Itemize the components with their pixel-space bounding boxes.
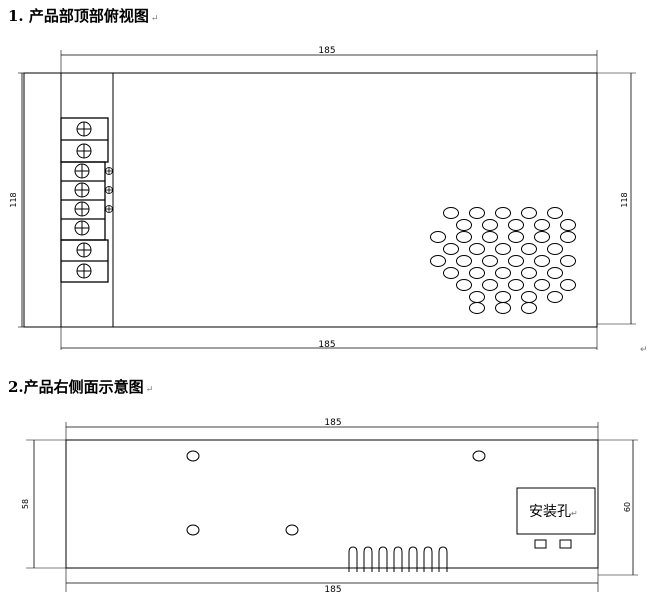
vent-hole [495,291,511,303]
small-screw-icon [105,205,113,213]
paragraph-mark: ↵ [150,14,159,24]
dim-label-right: 118 [620,192,629,207]
dim-label-left: 58 [21,499,30,509]
screw-icon [76,143,92,159]
vent-hole [469,243,485,255]
vent-slot [423,546,433,572]
screw-icon [76,242,92,258]
top-view-outline [23,72,598,328]
vent-slot [438,546,448,572]
vent-hole [534,279,550,291]
vent-hole [521,302,537,314]
dim-label-bottom: 185 [318,340,335,350]
screw-icon [74,201,90,217]
paragraph-mark: ↵ [640,345,648,355]
vent-hole [508,231,524,243]
vent-hole [521,267,537,279]
vent-hole [456,219,472,231]
dim-label-top: 185 [324,418,341,428]
vent-hole [534,231,550,243]
mounting-hole [285,524,299,536]
vent-hole [521,243,537,255]
vent-hole [508,279,524,291]
side-view-drawing: 安装孔↵ 185 185 58 60 [21,418,638,595]
vent-slot [363,546,373,572]
vent-hole [482,219,498,231]
section-2-title: 2.产品右侧面示意图↵ [8,378,153,399]
section-2-title-text: 2.产品右侧面示意图 [8,378,144,396]
vent-hole [547,243,563,255]
vent-hole [430,231,446,243]
mounting-hole [472,450,486,462]
vent-hole [495,302,511,314]
section-1-title: 1. 产品部顶部俯视图↵ [8,7,158,28]
screw-icon [76,263,92,279]
top-view-drawing: 185 185 118 118 [9,46,636,350]
vent-hole [547,267,563,279]
vent-hole [456,255,472,267]
mounting-hole [186,524,200,536]
vent-hole [547,207,563,219]
vent-hole [482,279,498,291]
vent-grid [430,207,576,314]
vent-slots [348,546,448,572]
mounting-tab [559,539,572,549]
side-view-outline [65,439,599,569]
paragraph-mark: ↵ [571,509,578,518]
vent-hole [443,207,459,219]
vent-hole [495,243,511,255]
small-screw-icon [105,186,113,194]
terminal-block [60,117,109,283]
section-1-title-text: 1. 产品部顶部俯视图 [8,7,149,25]
mounting-hole [186,450,200,462]
vent-hole [547,291,563,303]
vent-hole [469,207,485,219]
vent-slot [348,546,358,572]
vent-hole [495,207,511,219]
vent-hole [521,291,537,303]
vent-hole [560,219,576,231]
vent-hole [443,267,459,279]
vent-hole [469,267,485,279]
vent-hole [534,255,550,267]
vent-slot [378,546,388,572]
mounting-tab [534,539,547,549]
vent-hole [456,231,472,243]
screw-icon [74,220,90,236]
vent-hole [560,279,576,291]
mounting-hole-label: 安装孔↵ [529,504,578,520]
dim-label-bottom: 185 [324,585,341,595]
dim-label-left: 118 [9,192,18,207]
vent-hole [495,267,511,279]
vent-hole [534,219,550,231]
screws [74,121,113,279]
small-screw-icon [105,167,113,175]
vent-hole [443,243,459,255]
dim-label-top: 185 [318,46,335,56]
vent-hole [469,302,485,314]
vent-hole [469,291,485,303]
vent-hole [521,207,537,219]
paragraph-mark: ↵ [145,385,154,395]
screw-icon [74,163,90,179]
vent-hole [560,255,576,267]
mounting-hole-label-box [516,487,596,535]
vent-hole [430,255,446,267]
mounting-hole-label-text: 安装孔 [529,504,571,520]
vent-slot [393,546,403,572]
vent-hole [508,219,524,231]
vent-hole [560,231,576,243]
vent-hole [482,255,498,267]
screw-icon [76,121,92,137]
vent-slot [408,546,418,572]
vent-hole [482,231,498,243]
vent-hole [456,279,472,291]
screw-icon [74,182,90,198]
dim-label-right: 60 [623,502,632,512]
vent-hole [508,255,524,267]
